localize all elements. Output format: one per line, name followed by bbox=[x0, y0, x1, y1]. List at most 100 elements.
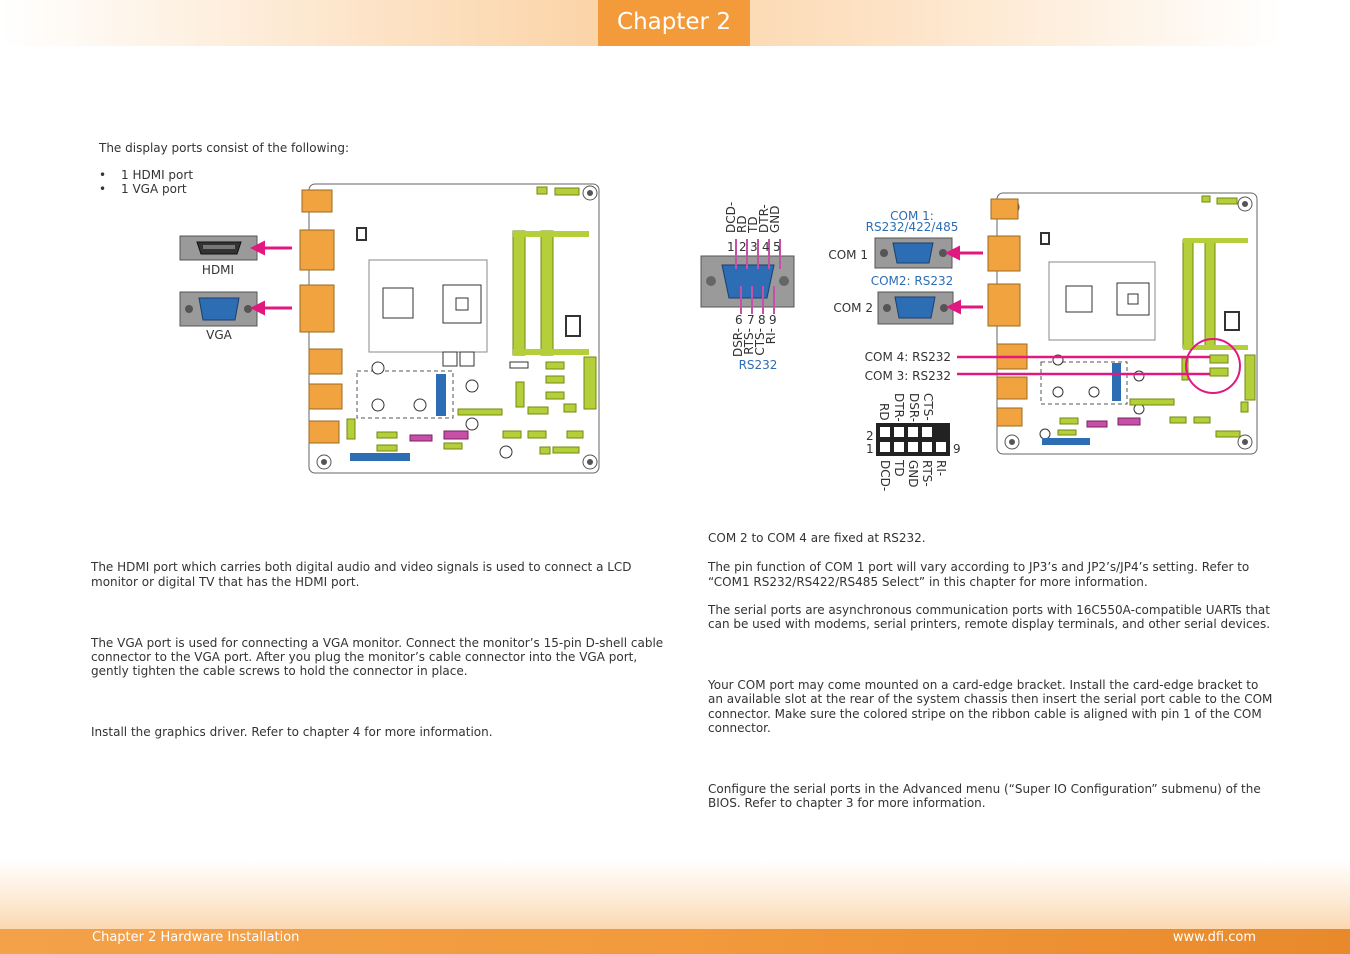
com-header-highlight bbox=[1185, 338, 1241, 394]
hdmi-paragraph-line1: The HDMI port which carries both digital… bbox=[91, 560, 632, 574]
db9-pin-number: 2 bbox=[739, 240, 747, 254]
db9-pin-number: 1 bbox=[727, 240, 735, 254]
memory-slot-bar bbox=[513, 231, 589, 237]
com1-pin-paragraph-line1: The pin function of COM 1 port will vary… bbox=[708, 560, 1250, 574]
pcie-slot bbox=[436, 374, 446, 416]
db9-pin-cts: CTS- bbox=[753, 328, 767, 356]
bracket-paragraph-line1: Your COM port may come mounted on a card… bbox=[708, 678, 1259, 692]
chip bbox=[382, 287, 414, 319]
com-pin-header-icon bbox=[876, 423, 950, 456]
display-ports-intro: The display ports consist of the followi… bbox=[99, 141, 350, 155]
db9-top-pin-labels: DCD- RD TD DTR- GND bbox=[724, 202, 782, 234]
db9-pin-number: 9 bbox=[769, 313, 777, 327]
db9-pin-number: 6 bbox=[735, 313, 743, 327]
bullet-vga-text: 1 VGA port bbox=[121, 182, 187, 196]
hdmi-paragraph-line2: monitor or digital TV that has the HDMI … bbox=[91, 575, 360, 589]
hdmi-connector bbox=[299, 229, 335, 271]
db9-pin-dsr: DSR- bbox=[731, 328, 745, 357]
com4-header bbox=[1209, 354, 1229, 364]
header-pin-dcd: DCD- bbox=[878, 460, 892, 491]
memory-slot bbox=[512, 230, 526, 356]
header-pin-dsr: DSR- bbox=[907, 393, 921, 422]
bullet-vga: •1 VGA port bbox=[99, 182, 187, 196]
header-pin-number-1: 1 bbox=[866, 442, 874, 456]
db9-pin-number: 5 bbox=[773, 240, 781, 254]
com1-connector bbox=[987, 235, 1021, 272]
db9-bottom-pin-numbers: 6 7 8 9 bbox=[735, 313, 777, 327]
db9-bottom-pin-labels: DSR- RTS- CTS- RI- bbox=[731, 328, 778, 357]
db9-caption: RS232 bbox=[739, 358, 778, 372]
mount-hole-icon bbox=[1237, 434, 1253, 450]
vga-paragraph-line2: connector to the VGA port. After you plu… bbox=[91, 650, 638, 664]
db9-pin-rts: RTS- bbox=[742, 328, 756, 355]
mount-hole-icon bbox=[316, 454, 332, 470]
header-pin-rd: RD bbox=[877, 403, 891, 421]
db9-pin-gnd: GND bbox=[768, 205, 782, 233]
power-connector bbox=[301, 189, 333, 213]
bullet-hdmi-text: 1 HDMI port bbox=[121, 168, 194, 182]
db9-pin-number: 4 bbox=[762, 240, 770, 254]
bios-paragraph-line1: Configure the serial ports in the Advanc… bbox=[708, 782, 1261, 796]
audio-connector bbox=[308, 420, 340, 444]
header-pin-number-2: 2 bbox=[866, 429, 874, 443]
footer-band bbox=[0, 860, 1350, 930]
com2-connector bbox=[987, 283, 1021, 327]
com3-label: COM 3: RS232 bbox=[865, 369, 951, 383]
com1-caption-line2: RS232/422/485 bbox=[866, 220, 959, 234]
vga-paragraph-line1: The VGA port is used for connecting a VG… bbox=[91, 636, 664, 650]
mount-hole-icon bbox=[582, 454, 598, 470]
uart-paragraph-line2: can be used with modems, serial printers… bbox=[708, 617, 1271, 631]
footer-website-link[interactable]: www.dfi.com bbox=[1172, 930, 1256, 945]
hdmi-label: HDMI bbox=[202, 263, 234, 277]
header-top-pin-labels: CTS- DSR- DTR- RD bbox=[877, 393, 935, 422]
db9-pin-dcd: DCD- bbox=[724, 202, 738, 233]
bracket-paragraph-line4: connector. bbox=[708, 721, 771, 735]
header bbox=[583, 356, 597, 410]
db9-pin-dtr: DTR- bbox=[757, 204, 771, 233]
hdmi-port-icon bbox=[179, 235, 258, 261]
mount-hole-icon bbox=[1004, 434, 1020, 450]
header-pin-rts: RTS- bbox=[920, 460, 934, 487]
header-pin-dtr: DTR- bbox=[892, 393, 906, 422]
com2-caption: COM2: RS232 bbox=[871, 274, 954, 288]
cpu-socket bbox=[442, 284, 482, 324]
com4-label: COM 4: RS232 bbox=[865, 350, 951, 364]
header-pin-number-9: 9 bbox=[953, 442, 961, 456]
com1-label: COM 1 bbox=[828, 248, 868, 262]
lan-connector bbox=[308, 383, 343, 410]
com2-label: COM 2 bbox=[833, 301, 873, 315]
mini-pcie-area bbox=[356, 370, 454, 419]
db9-pin-ri: RI- bbox=[764, 328, 778, 344]
com2-port-icon bbox=[877, 291, 954, 325]
left-motherboard bbox=[299, 183, 600, 474]
uart-paragraph-line1: The serial ports are asynchronous commun… bbox=[708, 603, 1270, 617]
header-pin-ri: RI- bbox=[934, 460, 948, 476]
pcie-slot bbox=[350, 453, 410, 461]
vga-paragraph-line3: gently tighten the cable screws to hold … bbox=[91, 664, 468, 678]
sata-connector bbox=[409, 434, 433, 442]
db9-pin-td: TD bbox=[746, 216, 760, 234]
db9-pin-number: 7 bbox=[747, 313, 755, 327]
header-pin-gnd: GND bbox=[906, 460, 920, 488]
com1-caption-line1: COM 1: bbox=[890, 209, 934, 223]
header-bottom-pin-labels: RI- RTS- GND TD DCD- bbox=[878, 459, 948, 491]
vga-port-icon bbox=[179, 291, 258, 327]
db9-top-pin-numbers: 1 2 3 4 5 bbox=[727, 240, 781, 254]
bracket-paragraph-line2: an available slot at the rear of the sys… bbox=[708, 692, 1273, 706]
mount-hole-icon bbox=[582, 185, 598, 201]
vga-label: VGA bbox=[206, 328, 233, 342]
sata-connector bbox=[443, 430, 469, 440]
com3-header bbox=[1209, 367, 1229, 377]
header-pin-td: TD bbox=[892, 459, 906, 477]
mount-hole-icon bbox=[1237, 196, 1253, 212]
db9-connector-icon bbox=[700, 239, 795, 314]
bios-paragraph-line2: BIOS. Refer to chapter 3 for more inform… bbox=[708, 796, 986, 810]
memory-slot bbox=[540, 230, 554, 356]
bracket-paragraph-line3: connector. Make sure the colored stripe … bbox=[708, 707, 1262, 721]
db9-pin-number: 3 bbox=[750, 240, 758, 254]
right-motherboard bbox=[987, 192, 1258, 455]
cpu-area bbox=[368, 259, 488, 353]
footer-chapter-title: Chapter 2 Hardware Installation bbox=[92, 930, 300, 945]
memory-slot-bar bbox=[513, 349, 589, 355]
